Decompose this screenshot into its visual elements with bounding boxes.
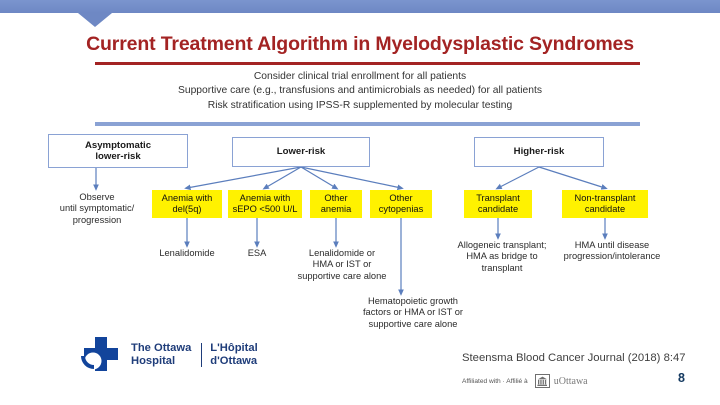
outcome-allogeneic-transplant: Allogeneic transplant; HMA as bridge to … bbox=[457, 240, 547, 273]
outcome-esa: ESA bbox=[247, 248, 267, 258]
category-box-label: Transplant candidate bbox=[476, 192, 520, 214]
outcome-observe: Observe until symptomatic/ progression bbox=[59, 192, 135, 225]
category-box-anemia-del5q[interactable]: Anemia with del(5q) bbox=[152, 190, 222, 218]
subtitle-line-3: Risk stratification using IPSS-R supplem… bbox=[207, 99, 513, 111]
risk-box-lower-risk[interactable]: Lower-risk bbox=[232, 137, 370, 167]
category-box-other-cytopenias[interactable]: Other cytopenias bbox=[370, 190, 432, 218]
university-wordmark: uOttawa bbox=[553, 375, 588, 387]
risk-box-label: Higher-risk bbox=[513, 146, 565, 158]
category-box-label: Anemia with del(5q) bbox=[161, 192, 213, 214]
outcome-lenalidomide: Lenalidomide bbox=[159, 248, 215, 258]
hospital-name-fr: L'Hôpital d'Ottawa bbox=[210, 342, 258, 367]
category-box-label: Anemia with sEPO <500 U/L bbox=[232, 192, 298, 214]
category-box-non-transplant-candidate[interactable]: Non-transplant candidate bbox=[562, 190, 648, 218]
top-banner-bar bbox=[0, 0, 720, 13]
affiliation-label: Affiliated with · Affilié à bbox=[462, 377, 528, 385]
risk-box-label: Asymptomatic lower-risk bbox=[84, 139, 152, 163]
hospital-name-en: The Ottawa Hospital bbox=[131, 342, 192, 367]
risk-box-higher-risk[interactable]: Higher-risk bbox=[474, 137, 604, 167]
top-banner-notch-icon bbox=[78, 13, 112, 27]
category-box-label: Other cytopenias bbox=[378, 192, 424, 214]
title-underline-rule bbox=[95, 62, 640, 65]
page-number: 8 bbox=[678, 371, 685, 385]
outcome-hma-until-progression: HMA until disease progression/intoleranc… bbox=[563, 240, 661, 262]
subtitle-divider-rule bbox=[95, 122, 640, 126]
category-box-transplant-candidate[interactable]: Transplant candidate bbox=[464, 190, 532, 218]
ottawa-hospital-logo: The Ottawa Hospital L'Hôpital d'Ottawa bbox=[78, 334, 288, 376]
category-box-label: Other anemia bbox=[320, 192, 352, 214]
category-box-anemia-sepo[interactable]: Anemia with sEPO <500 U/L bbox=[228, 190, 302, 218]
affiliation-line: Affiliated with · Affilié à uOttawa bbox=[462, 374, 588, 388]
subtitle-block: Consider clinical trial enrollment for a… bbox=[0, 70, 720, 113]
risk-box-asymptomatic-lower-risk[interactable]: Asymptomatic lower-risk bbox=[48, 134, 188, 168]
page-title: Current Treatment Algorithm in Myelodysp… bbox=[86, 33, 634, 55]
university-building-icon bbox=[534, 374, 550, 388]
wordmark-divider bbox=[201, 343, 203, 367]
hospital-cross-icon bbox=[81, 337, 118, 371]
category-box-label: Non-transplant candidate bbox=[574, 192, 636, 214]
risk-box-label: Lower-risk bbox=[276, 146, 326, 158]
subtitle-line-1: Consider clinical trial enrollment for a… bbox=[253, 71, 467, 82]
subtitle-line-2: Supportive care (e.g., transfusions and … bbox=[177, 85, 543, 97]
hospital-wordmark: The Ottawa Hospital L'Hôpital d'Ottawa bbox=[131, 342, 258, 368]
outcome-hematopoietic-growth-factors: Hematopoietic growth factors or HMA or I… bbox=[362, 296, 464, 329]
category-box-other-anemia[interactable]: Other anemia bbox=[310, 190, 362, 218]
source-citation: Steensma Blood Cancer Journal (2018) 8:4… bbox=[462, 352, 686, 364]
outcome-lenalidomide-hma-ist: Lenalidomide or HMA or IST or supportive… bbox=[297, 248, 387, 281]
